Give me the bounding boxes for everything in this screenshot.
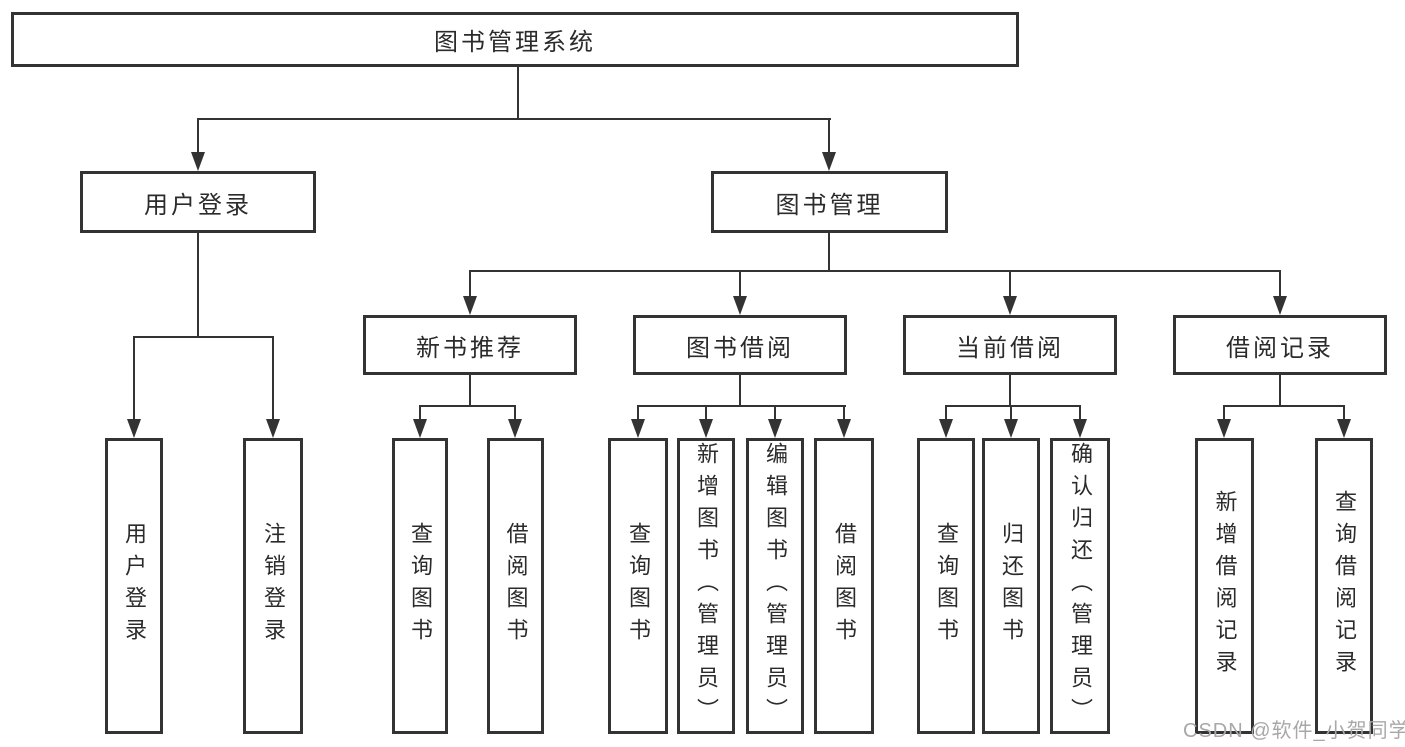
- leaf-query-books-1: 查询图书: [392, 438, 448, 734]
- connector-vline: [828, 118, 830, 153]
- connector-vline: [1010, 406, 1012, 420]
- arrowhead-down-icon: [266, 419, 280, 438]
- leaf-query-borrow-record: 查询借阅记录: [1315, 438, 1373, 734]
- leaf-user-login: 用户登录: [105, 438, 163, 734]
- connector-hline: [637, 405, 846, 407]
- leaf-logout: 注销登录: [243, 438, 303, 734]
- arrowhead-down-icon: [1217, 419, 1231, 438]
- connector-vline: [197, 118, 199, 153]
- connector-vline: [828, 233, 830, 270]
- node-user-login-branch: 用户登录: [80, 171, 316, 233]
- connector-vline: [637, 406, 639, 420]
- connector-vline: [1279, 270, 1281, 297]
- leaf-return-book: 归还图书: [982, 438, 1040, 734]
- connector-vline: [774, 406, 776, 420]
- leaf-borrow-books-1: 借阅图书: [487, 438, 544, 734]
- arrowhead-down-icon: [1273, 296, 1287, 315]
- connector-hline: [469, 270, 1281, 272]
- connector-vline: [1009, 270, 1011, 297]
- csdn-watermark: CSDN @软件_小贺同学: [1183, 720, 1405, 742]
- leaf-confirm-return-admin: 确认归还（管理员）: [1050, 438, 1110, 734]
- arrowhead-down-icon: [1003, 296, 1017, 315]
- leaf-add-borrow-record: 新增借阅记录: [1195, 438, 1254, 734]
- connector-hline: [945, 405, 1081, 407]
- arrowhead-down-icon: [413, 419, 427, 438]
- connector-vline: [133, 336, 135, 420]
- leaf-add-book-admin: 新增图书（管理员）: [677, 438, 735, 734]
- node-borrow-records: 借阅记录: [1173, 315, 1387, 375]
- arrowhead-down-icon: [631, 419, 645, 438]
- arrowhead-down-icon: [939, 419, 953, 438]
- connector-hline: [1223, 405, 1345, 407]
- connector-vline: [843, 406, 845, 420]
- connector-vline: [739, 375, 741, 406]
- arrowhead-down-icon: [191, 152, 205, 171]
- connector-vline: [419, 406, 421, 420]
- node-current-borrow: 当前借阅: [903, 315, 1117, 375]
- node-book-borrow: 图书借阅: [633, 315, 847, 375]
- arrowhead-down-icon: [733, 296, 747, 315]
- arrowhead-down-icon: [837, 419, 851, 438]
- connector-vline: [197, 233, 199, 336]
- leaf-edit-book-admin: 编辑图书（管理员）: [746, 438, 804, 734]
- node-new-book-recommend: 新书推荐: [363, 315, 577, 375]
- arrowhead-down-icon: [127, 419, 141, 438]
- node-root-library-system: 图书管理系统: [11, 12, 1019, 67]
- connector-vline: [1079, 406, 1081, 420]
- node-book-management-branch: 图书管理: [711, 171, 948, 233]
- connector-vline: [739, 270, 741, 297]
- connector-vline: [272, 336, 274, 420]
- arrowhead-down-icon: [1073, 419, 1087, 438]
- connector-vline: [469, 375, 471, 406]
- connector-hline: [419, 405, 516, 407]
- connector-vline: [1009, 375, 1011, 406]
- arrowhead-down-icon: [463, 296, 477, 315]
- leaf-query-books-2: 查询图书: [608, 438, 668, 734]
- connector-vline: [514, 406, 516, 420]
- arrowhead-down-icon: [768, 419, 782, 438]
- connector-hline: [197, 118, 831, 120]
- connector-vline: [1343, 406, 1345, 420]
- connector-hline: [133, 336, 274, 338]
- connector-vline: [945, 406, 947, 420]
- arrowhead-down-icon: [1337, 419, 1351, 438]
- arrowhead-down-icon: [508, 419, 522, 438]
- connector-vline: [1279, 375, 1281, 406]
- arrowhead-down-icon: [822, 152, 836, 171]
- arrowhead-down-icon: [699, 419, 713, 438]
- leaf-borrow-books-2: 借阅图书: [814, 438, 874, 734]
- connector-vline: [469, 270, 471, 297]
- connector-vline: [517, 67, 519, 118]
- leaf-query-books-3: 查询图书: [917, 438, 975, 734]
- connector-vline: [705, 406, 707, 420]
- connector-vline: [1223, 406, 1225, 420]
- arrowhead-down-icon: [1004, 419, 1018, 438]
